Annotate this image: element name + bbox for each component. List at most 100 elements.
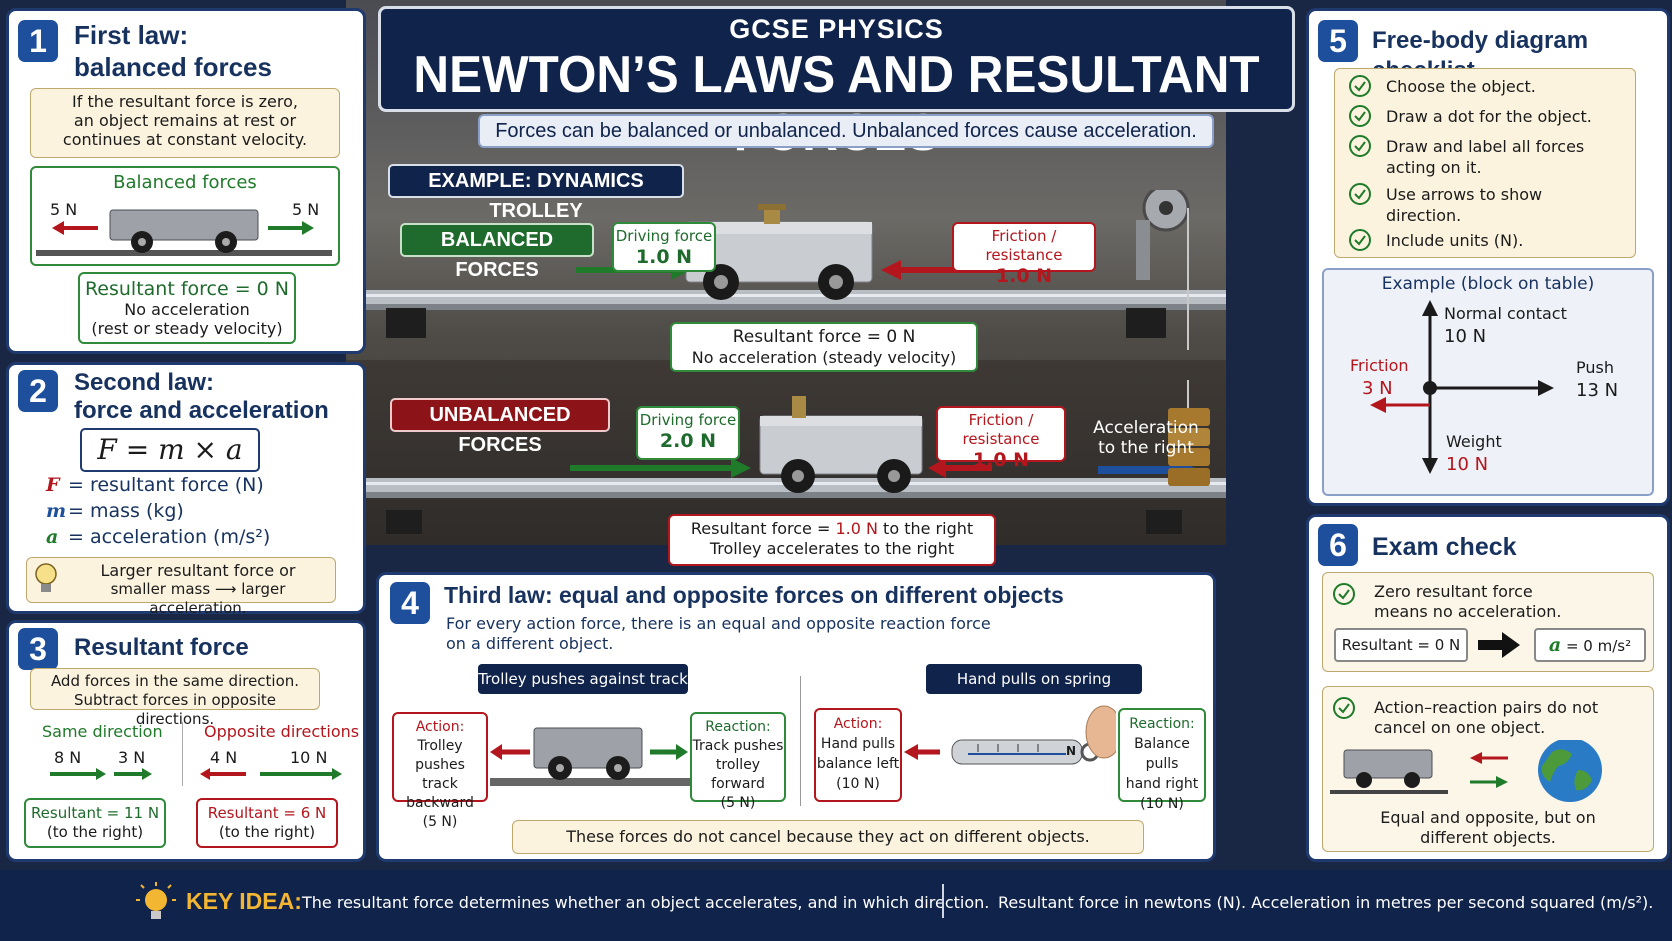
- action-2-line2: balance left: [816, 756, 900, 772]
- check-icon-1: [1333, 583, 1355, 605]
- checklist-icons: [1349, 75, 1371, 251]
- reaction-1-line3: (5 N): [720, 795, 756, 811]
- third-law-title: Third law: equal and opposite forces on …: [444, 582, 1064, 608]
- definition-force: F= resultant force (N): [46, 474, 270, 500]
- balanced-forces-tag: BALANCED FORCES: [400, 223, 594, 281]
- reaction-2-head: Reaction:: [1129, 716, 1195, 732]
- opp-result-1: Resultant = 6 N: [207, 804, 327, 822]
- opposite-directions-title: Opposite directions: [204, 722, 360, 741]
- third-law-note: These forces do not cancel because they …: [512, 820, 1144, 854]
- first-law-desc-2: an object remains at rest or: [73, 111, 297, 130]
- third-law-divider: [800, 676, 801, 806]
- symbol-f: F: [46, 474, 60, 496]
- unbalanced-driving-value: 2.0 N: [659, 430, 717, 452]
- panel-number-3: 3: [18, 628, 58, 670]
- balanced-result-line1: Resultant force = 0 N: [732, 327, 916, 347]
- free-body-example-title: Example (block on table): [1381, 274, 1595, 294]
- first-law-result-box: Resultant force = 0 N No acceleration (r…: [78, 272, 296, 344]
- checklist-item-4b: direction.: [1386, 206, 1462, 225]
- unbalanced-result-pre: Resultant force =: [690, 519, 836, 538]
- definition-mass-text: = mass (kg): [68, 500, 184, 522]
- reaction-1-line2: trolley forward: [711, 757, 765, 792]
- push-value: 13 N: [1576, 380, 1619, 401]
- first-law-desc-1: If the resultant force is zero,: [72, 92, 298, 111]
- right-force-value: 5 N: [292, 200, 320, 219]
- lightbulb-icon: [35, 563, 57, 592]
- first-law-description: If the resultant force is zero, an objec…: [30, 88, 340, 158]
- footer-divider: [942, 884, 944, 918]
- panel3-divider: [182, 722, 183, 786]
- opposite-direction-result: Resultant = 6 N (to the right): [196, 798, 338, 848]
- exam-check-2-line2: cancel on one object.: [1374, 718, 1546, 737]
- reaction-2-line1: Balance pulls: [1134, 736, 1190, 772]
- checklist-item-1: Choose the object.: [1386, 77, 1536, 96]
- unbalanced-result-value: 1.0 N: [835, 519, 878, 538]
- balanced-friction-value: 1.0 N: [995, 265, 1053, 287]
- reaction-2-line2: hand right: [1125, 776, 1199, 792]
- first-law-result-3: (rest or steady velocity): [91, 319, 283, 338]
- action-2-line3: (10 N): [836, 776, 880, 792]
- opp-a-value: 4 N: [210, 748, 238, 767]
- header-banner: [378, 6, 1295, 112]
- same-result-2: (to the right): [46, 823, 144, 841]
- definition-acceleration-text: = acceleration (m/s²): [68, 526, 271, 548]
- balanced-driving-value: 1.0 N: [635, 246, 693, 268]
- balanced-friction-label: Friction / resistance: [985, 227, 1063, 264]
- push-label: Push: [1576, 358, 1614, 377]
- action-1-line2: track backward: [406, 776, 474, 811]
- header-kicker: GCSE PHYSICS: [729, 14, 944, 44]
- resultant-desc-1: Add forces in the same direction.: [50, 672, 300, 690]
- acceleration-zero-box: a = 0 m/s²: [1534, 628, 1646, 662]
- acceleration-label: Acceleration to the right: [1086, 418, 1206, 458]
- definition-acceleration: a= acceleration (m/s²): [46, 526, 270, 552]
- formula-definitions: F= resultant force (N) m= mass (kg) a= a…: [46, 474, 270, 552]
- spring-balance-icon: [904, 705, 1116, 765]
- key-idea-label: KEY IDEA:: [186, 888, 302, 914]
- free-body-example: [1322, 268, 1654, 496]
- exam-check-2-line1: Action–reaction pairs do not: [1374, 698, 1599, 717]
- second-law-title-2: force and acceleration: [74, 397, 329, 424]
- spring-balance-tag: Hand pulls on spring balance: [926, 664, 1142, 718]
- acceleration-line2: to the right: [1098, 438, 1194, 458]
- exam-check-1-line1: Zero resultant force: [1374, 582, 1533, 601]
- exam-check-2-foot2: different objects.: [1420, 828, 1556, 847]
- opp-b-value: 10 N: [290, 748, 328, 767]
- second-law-tip-1: Larger resultant force or: [100, 561, 296, 580]
- same-a-value: 8 N: [54, 748, 82, 767]
- symbol-m: m: [46, 500, 67, 522]
- same-b-value: 3 N: [118, 748, 146, 767]
- exam-check-title: Exam check: [1372, 533, 1517, 561]
- action-1-line3: (5 N): [422, 814, 458, 830]
- reaction-1-head: Reaction:: [705, 719, 771, 735]
- action-box-2: Action: Hand pulls balance left (10 N): [814, 708, 902, 802]
- balanced-friction-box: Friction / resistance 1.0 N: [952, 222, 1096, 287]
- exam-check-2-foot1: Equal and opposite, but on: [1380, 808, 1596, 827]
- implies-arrow-icon: [1478, 632, 1520, 658]
- checklist-item-5: Include units (N).: [1386, 231, 1524, 250]
- third-law-desc-1: For every action force, there is an equa…: [446, 614, 991, 633]
- free-body-checklist: [1334, 68, 1636, 258]
- weight-label: Weight: [1446, 432, 1502, 451]
- unbalanced-forces-tag: UNBALANCED FORCES: [390, 398, 610, 456]
- resultant-desc-2: Subtract forces in opposite directions.: [74, 691, 276, 728]
- first-law-desc-3: continues at constant velocity.: [62, 130, 308, 149]
- opp-result-2: (to the right): [218, 823, 316, 841]
- second-law-formula: F = m × a: [80, 428, 260, 472]
- checklist-items: Choose the object. Draw a dot for the ob…: [1386, 76, 1592, 251]
- balanced-driving-force-box: Driving force 1.0 N: [612, 222, 716, 272]
- unbalanced-friction-box: Friction / resistance 1.0 N: [936, 406, 1066, 471]
- checklist-item-3a: Draw and label all forces: [1386, 137, 1585, 156]
- balanced-forces-diagram-art: [36, 209, 332, 256]
- exam-check-1-line2: means no acceleration.: [1374, 602, 1562, 621]
- header-subtitle: Forces can be balanced or unbalanced. Un…: [478, 114, 1214, 148]
- acceleration-symbol: a: [1548, 634, 1562, 656]
- same-result-1: Resultant = 11 N: [30, 804, 160, 822]
- checklist-item-2: Draw a dot for the object.: [1386, 107, 1592, 126]
- panel-number-6: 6: [1318, 524, 1358, 566]
- action-1-line1: Trolley pushes: [415, 738, 465, 773]
- same-direction-result: Resultant = 11 N (to the right): [24, 798, 166, 848]
- unbalanced-friction-label: Friction / resistance: [962, 411, 1040, 448]
- checklist-item-4a: Use arrows to show: [1386, 185, 1543, 204]
- second-law-title-1: Second law:: [74, 369, 215, 396]
- check-icon-2: [1333, 697, 1355, 719]
